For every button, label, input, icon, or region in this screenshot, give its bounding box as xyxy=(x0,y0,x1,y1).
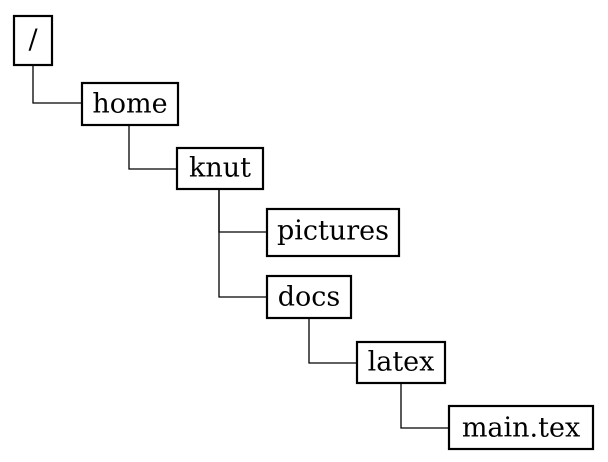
node-box-docs xyxy=(265,274,353,320)
tree-connectors xyxy=(32,65,449,429)
tree-node-knut: knut xyxy=(175,146,265,191)
node-label-latex: latex xyxy=(368,347,435,378)
connector-home-knut xyxy=(128,125,177,170)
connector-knut-docs xyxy=(218,189,267,298)
connector-docs-latex xyxy=(308,318,357,364)
node-label-docs: docs xyxy=(278,282,341,313)
node-box-home xyxy=(80,81,180,127)
node-box-latex xyxy=(355,340,447,385)
connector-latex-main-tex xyxy=(400,383,449,429)
node-box-root xyxy=(12,14,54,67)
node-label-main-tex: main.tex xyxy=(462,413,580,444)
node-box-pictures xyxy=(265,207,401,258)
tree-node-home: home xyxy=(80,81,180,127)
connector-knut-pictures xyxy=(218,189,267,233)
node-label-pictures: pictures xyxy=(277,216,389,247)
node-box-knut xyxy=(175,146,265,191)
connector-root-home xyxy=(32,65,82,104)
tree-node-pictures: pictures xyxy=(265,207,401,258)
tree-node-latex: latex xyxy=(355,340,447,385)
node-label-root: / xyxy=(28,25,38,56)
tree-node-docs: docs xyxy=(265,274,353,320)
node-box-main-tex xyxy=(447,404,595,451)
tree-node-root: / xyxy=(12,14,54,67)
node-label-home: home xyxy=(92,89,167,120)
tree-node-main-tex: main.tex xyxy=(447,404,595,451)
node-label-knut: knut xyxy=(189,153,251,184)
